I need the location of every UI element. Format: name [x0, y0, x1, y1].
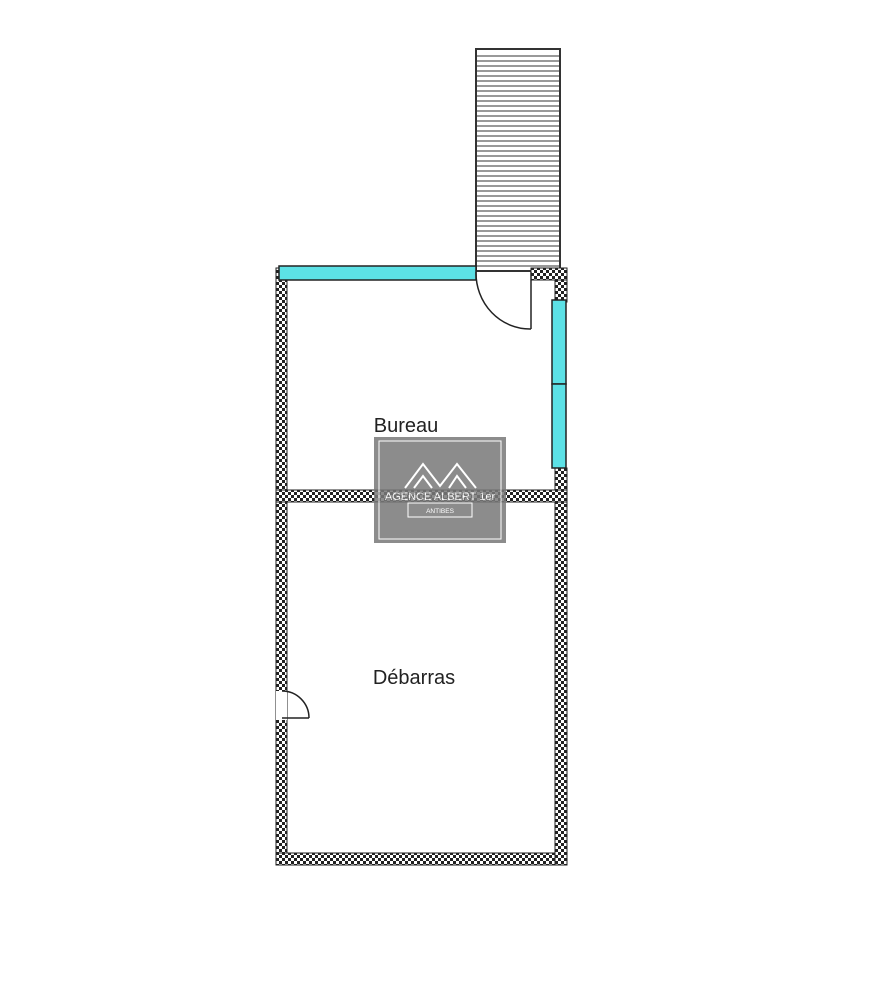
- house-roof-logo-icon: [404, 462, 477, 489]
- stairs-icon: [475, 48, 561, 272]
- window-top: [278, 265, 477, 281]
- door-swing-icon: [276, 690, 310, 720]
- window-right-lower: [551, 383, 567, 469]
- room-label-bureau: Bureau: [374, 415, 439, 437]
- wall-jamb: [530, 267, 568, 281]
- wall-left: [275, 267, 288, 866]
- room-label-debarras: Débarras: [373, 667, 455, 689]
- wall-bottom: [275, 852, 568, 866]
- window-right-upper: [551, 299, 567, 385]
- door-swing-icon: [475, 271, 532, 330]
- watermark-city: ANTIBES: [426, 508, 454, 515]
- agency-watermark: AGENCE ALBERT 1er ANTIBES: [374, 437, 506, 543]
- watermark-brand: AGENCE ALBERT 1er: [385, 491, 496, 503]
- wall-right-lower: [554, 467, 568, 866]
